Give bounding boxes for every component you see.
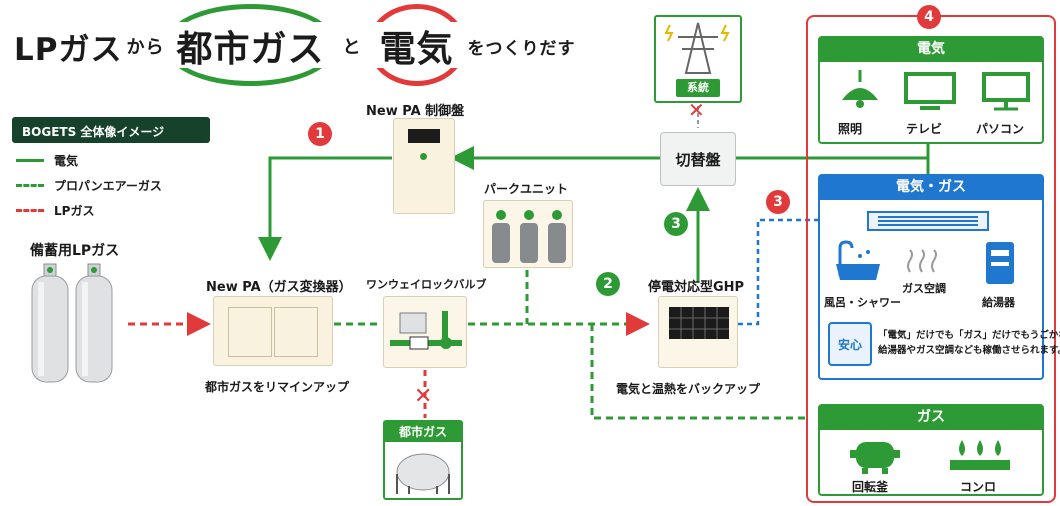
heat-waves-icon	[907, 249, 937, 273]
cross-icon-grid: ✕	[688, 98, 705, 122]
ghp-label: 停電対応型GHP	[648, 280, 745, 295]
rotary-kettle-icon	[850, 442, 900, 474]
switchboard: 切替盤	[660, 132, 736, 186]
solid-line-swatch	[16, 159, 44, 162]
title-suffix: をつくりだす	[467, 38, 576, 59]
pc-label: パソコン	[976, 122, 1025, 136]
gas-cylinders-icon	[31, 263, 113, 383]
small-cylinders-icon	[492, 210, 566, 263]
park-unit	[483, 200, 573, 268]
valve-unit	[383, 296, 467, 368]
gas-stove-icon	[950, 440, 1010, 470]
marker-1: 1	[308, 122, 332, 146]
note-line-1: 「電気」だけでも「ガス」だけでもうごかない	[878, 330, 1060, 341]
electric-section: 電気 照明 テレビ パソコン	[818, 36, 1044, 144]
marker-4: 4	[917, 5, 941, 29]
city-gas-box: 都市ガス	[383, 420, 463, 500]
gas-tank-icon	[396, 453, 450, 494]
grid-box: 系統	[654, 15, 742, 103]
page-title: LPガス から 都市ガス と 電気 をつくりだす	[14, 4, 576, 86]
elec-gas-section: 電気・ガス 風呂・シャワー ガス空調 給湯器 安心 「電気」だけでも「ガス」だけ…	[818, 174, 1060, 380]
valve-label: ワンウェイロックバルブ	[366, 278, 487, 291]
legend-item-lpgas: LPガス	[16, 202, 94, 219]
legend-badge: BOGETS 全体像イメージ	[12, 117, 210, 143]
kettle-label: 回転釜	[852, 480, 889, 494]
marker-3-red: 3	[766, 190, 790, 214]
power-tower-icon	[664, 22, 730, 74]
ghp-caption: 電気と温熱をバックアップ	[616, 382, 761, 396]
control-panel-unit	[393, 118, 455, 214]
cross-icon-city: ✕	[414, 384, 433, 409]
dashed-line-swatch	[16, 184, 44, 187]
elec-gas-header: 電気・ガス	[820, 176, 1042, 200]
gas-section: ガス 回転釜 コンロ	[818, 404, 1044, 496]
grid-label: 系統	[676, 79, 720, 97]
park-unit-label: パークユニット	[484, 182, 569, 196]
solar-panel-icon	[669, 307, 729, 339]
lp-storage-label: 備蓄用LPガス	[30, 243, 120, 259]
water-heater-label: 給湯器	[982, 296, 1015, 309]
panel-display	[408, 129, 440, 143]
city-gas-label: 都市ガス	[385, 422, 461, 442]
pa-door-left	[228, 307, 272, 357]
stove-label: コンロ	[960, 480, 997, 494]
valve-icon	[390, 311, 462, 350]
red-dashed-line-swatch	[16, 209, 44, 212]
note-line-2: 給湯器やガス空調なども稼働させられます。	[878, 345, 1060, 356]
panel-indicator	[420, 153, 427, 160]
title-kara: から	[126, 37, 165, 58]
new-pa-unit	[213, 296, 333, 366]
computer-icon	[982, 72, 1030, 111]
new-pa-label: New PA（ガス変換器）	[206, 280, 352, 295]
legend-item-electric: 電気	[16, 152, 78, 169]
new-pa-caption: 都市ガスをリマインアップ	[205, 380, 350, 394]
anshin-badge: 安心	[828, 322, 872, 366]
marker-3-green: 3	[664, 212, 688, 236]
lighting-label: 照明	[838, 122, 863, 136]
electric-header: 電気	[820, 38, 1042, 62]
title-city-gas: 都市ガス	[164, 4, 337, 86]
lamp-icon	[842, 70, 878, 108]
elec-gas-note: 「電気」だけでも「ガス」だけでもうごかない 給湯器やガス空調なども稼働させられま…	[878, 328, 1060, 358]
control-panel-label: New PA 制御盤	[366, 104, 465, 119]
anshin-label: 安心	[837, 338, 862, 352]
bath-icon	[836, 240, 880, 280]
title-lpgas: LPガス	[14, 31, 123, 68]
ghp-unit	[658, 296, 738, 368]
tv-icon	[904, 72, 956, 110]
tv-label: テレビ	[906, 122, 943, 136]
gas-header: ガス	[820, 406, 1042, 430]
legend-item-propane: プロパンエアーガス	[16, 177, 162, 194]
water-heater-icon	[986, 242, 1014, 284]
pa-door-right	[274, 307, 318, 357]
marker-2: 2	[596, 272, 620, 296]
gas-ac-label: ガス空調	[902, 282, 946, 295]
bath-label: 風呂・シャワー	[824, 296, 901, 309]
title-electric: 電気	[367, 4, 466, 86]
air-conditioner-icon	[867, 211, 989, 231]
title-to: と	[342, 37, 362, 58]
